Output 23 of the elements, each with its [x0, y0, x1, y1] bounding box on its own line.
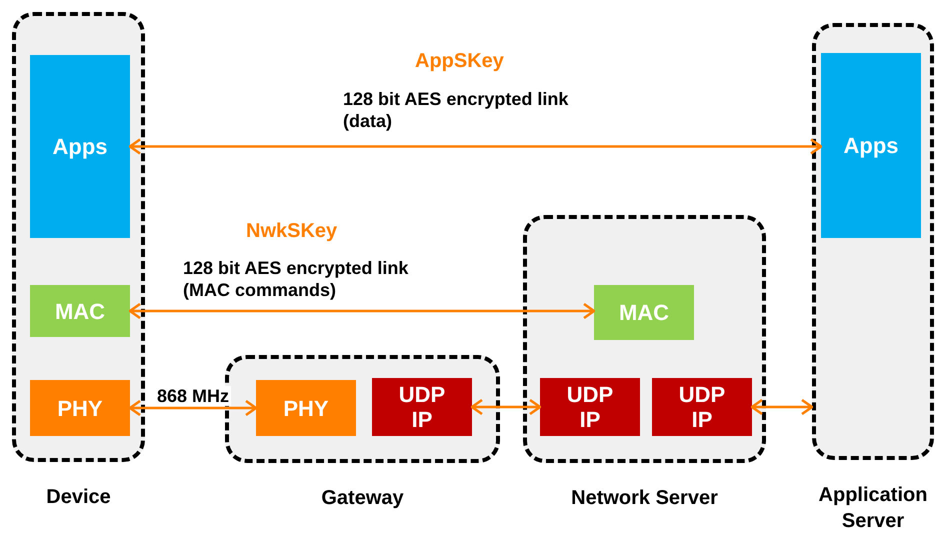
- udp-ip-block: UDP IP: [540, 378, 640, 436]
- double-arrow: [470, 398, 542, 416]
- link-description: 128 bit AES encrypted link (data): [343, 88, 570, 132]
- udp-ip-block: UDP IP: [372, 378, 472, 436]
- container-heading: Network Server: [570, 486, 719, 511]
- edge-label: 868 MHz: [154, 386, 232, 406]
- apps-block: Apps: [30, 55, 130, 238]
- udp-ip-block: UDP IP: [652, 378, 752, 436]
- double-arrow: [128, 138, 822, 155]
- container-heading: Device: [45, 485, 112, 510]
- double-arrow: [128, 400, 258, 416]
- key-name: NwkSKey: [246, 220, 338, 242]
- key-name: AppSKey: [415, 50, 505, 72]
- container-heading: Gateway: [320, 486, 405, 511]
- phy-block: PHY: [30, 380, 130, 436]
- phy-block: PHY: [256, 380, 356, 436]
- container-heading: Application Server: [818, 483, 928, 534]
- link-description: 128 bit AES encrypted link (MAC commands): [183, 257, 410, 301]
- mac-block: MAC: [30, 285, 130, 337]
- double-arrow: [750, 398, 814, 416]
- apps-block: Apps: [821, 53, 921, 238]
- mac-block: MAC: [594, 285, 694, 340]
- double-arrow: [128, 302, 596, 320]
